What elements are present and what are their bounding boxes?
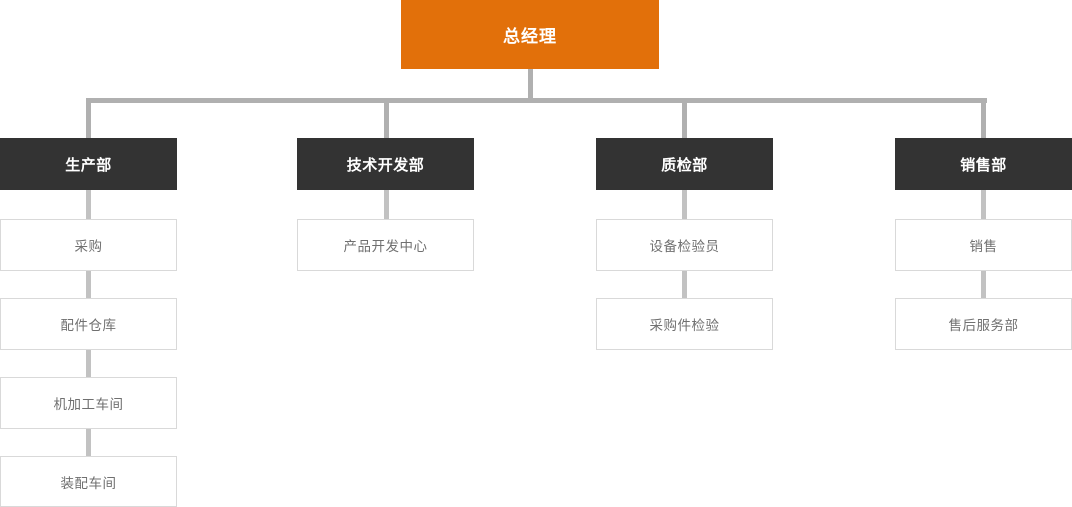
node-dept-sales[interactable]: 销售部	[895, 138, 1072, 190]
node-sub-after-sales-service[interactable]: 售后服务部	[895, 298, 1072, 350]
node-sub-purchased-parts-inspection[interactable]: 采购件检验	[596, 298, 773, 350]
connector-c4-r1-to-r2	[981, 271, 986, 298]
connector-bus-to-dept-1	[86, 98, 91, 140]
connector-c4-dept-to-r1	[981, 190, 986, 219]
connector-bus-to-dept-4	[981, 98, 986, 140]
node-sub-product-development-center[interactable]: 产品开发中心	[297, 219, 474, 271]
connector-c1-dept-to-r1	[86, 190, 91, 219]
node-sub-purchasing[interactable]: 采购	[0, 219, 177, 271]
node-dept-production[interactable]: 生产部	[0, 138, 177, 190]
connector-bus-to-dept-3	[682, 98, 687, 140]
connector-c3-r1-to-r2	[682, 271, 687, 298]
connector-c1-r3-to-r4	[86, 429, 91, 456]
node-sub-machining-workshop[interactable]: 机加工车间	[0, 377, 177, 429]
connector-root-stem	[528, 69, 533, 102]
node-dept-technical-development[interactable]: 技术开发部	[297, 138, 474, 190]
connector-horizontal-bus	[86, 98, 987, 103]
connector-c2-dept-to-r1	[384, 190, 389, 219]
node-sub-equipment-inspector[interactable]: 设备检验员	[596, 219, 773, 271]
node-sub-sales[interactable]: 销售	[895, 219, 1072, 271]
node-sub-parts-warehouse[interactable]: 配件仓库	[0, 298, 177, 350]
node-dept-quality-inspection[interactable]: 质检部	[596, 138, 773, 190]
connector-bus-to-dept-2	[384, 98, 389, 140]
connector-c3-dept-to-r1	[682, 190, 687, 219]
connector-c1-r2-to-r3	[86, 350, 91, 377]
node-sub-assembly-workshop[interactable]: 装配车间	[0, 456, 177, 507]
connector-c1-r1-to-r2	[86, 271, 91, 298]
node-general-manager[interactable]: 总经理	[401, 0, 659, 69]
